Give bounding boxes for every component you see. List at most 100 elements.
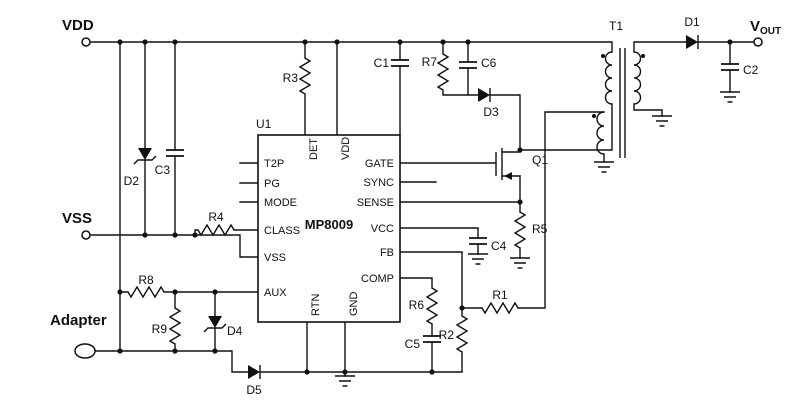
- terminal-vout: VOUT: [750, 18, 781, 47]
- aux-winding: [596, 111, 605, 155]
- diode-label: D3: [483, 105, 499, 119]
- pin-aux: AUX: [264, 287, 287, 299]
- secondary-winding: [633, 51, 642, 105]
- diode-d3: D3: [478, 88, 499, 119]
- pin-class: CLASS: [264, 225, 300, 237]
- resistor-label: R6: [409, 298, 425, 312]
- ic-u1: U1 MP8009 T2P PG MODE CLASS VSS AUX GATE…: [256, 117, 401, 323]
- resistor-label: R3: [283, 71, 299, 85]
- ic-part-number: MP8009: [305, 217, 353, 232]
- vdd-terminal-circle: [81, 37, 91, 47]
- resistor-label: R5: [532, 222, 548, 236]
- junction-dots: [117, 39, 733, 375]
- diode-triangle: [686, 35, 698, 49]
- capacitor-label: C4: [491, 239, 507, 253]
- resistor-symbol: [168, 307, 182, 345]
- diode-d4: D4: [203, 316, 243, 338]
- zener-triangle: [208, 316, 222, 328]
- capacitor-plates: [459, 61, 477, 69]
- resistor-symbol: [481, 301, 519, 315]
- resistor-r9: R9: [152, 307, 182, 345]
- diode-label: D4: [227, 324, 243, 338]
- capacitor-c1: C1: [374, 56, 409, 70]
- ground-under-gnd-pin: [335, 375, 355, 387]
- ground-under-c4: [468, 253, 488, 265]
- ground-symbols: [335, 91, 740, 387]
- zener-triangle: [138, 148, 152, 160]
- vout-label: VOUT: [750, 18, 781, 37]
- resistor-label: R9: [152, 322, 168, 336]
- resistor-label: R7: [422, 55, 438, 69]
- wire-primary-drain: [519, 103, 613, 151]
- capacitor-label: C5: [405, 337, 421, 351]
- ground-under-secondary: [652, 115, 672, 127]
- resistor-symbol: [513, 211, 527, 249]
- pin-gnd: GND: [348, 292, 360, 317]
- pin-sense: SENSE: [357, 197, 394, 209]
- pin-sync: SYNC: [363, 177, 394, 189]
- diode-d1: D1: [684, 15, 700, 49]
- capacitor-plates: [423, 335, 441, 343]
- wire-vcc-c4: [399, 227, 479, 255]
- vss-terminal-circle: [81, 230, 91, 240]
- diode-label: D2: [124, 174, 140, 188]
- resistor-symbol: [127, 285, 165, 299]
- ic-body: [257, 134, 401, 323]
- resistor-r6: R6: [409, 287, 439, 325]
- mosfet-label: Q1: [532, 153, 548, 167]
- core-lines: [619, 48, 626, 158]
- resistor-r8: R8: [127, 273, 165, 299]
- capacitor-c4: C4: [469, 237, 507, 253]
- vss-label: VSS: [62, 210, 92, 227]
- resistor-symbol: [197, 223, 235, 237]
- diode-triangle: [478, 88, 490, 102]
- pin-vdd: VDD: [340, 137, 352, 160]
- ground-under-c2: [720, 91, 740, 103]
- primary-phase-dot: [601, 54, 605, 58]
- pin-vcc: VCC: [371, 223, 394, 235]
- resistor-symbol: [455, 315, 469, 353]
- resistor-r5: R5: [513, 211, 548, 249]
- adapter-connector: [74, 343, 96, 359]
- diode-label: D5: [246, 383, 262, 397]
- resistor-r4: R4: [197, 210, 235, 237]
- resistor-label: R2: [439, 328, 455, 342]
- capacitor-plates: [469, 237, 487, 245]
- zener-bar: [203, 323, 227, 333]
- wire-sense-r5: [399, 175, 521, 259]
- wire-vdd-rail: [89, 41, 613, 352]
- capacitor-c6: C6: [459, 56, 497, 70]
- resistor-r7: R7: [422, 53, 450, 91]
- drain-lead: [501, 149, 521, 153]
- pin-fb: FB: [380, 247, 394, 259]
- transformer-label: T1: [609, 19, 623, 33]
- vdd-label: VDD: [62, 17, 94, 34]
- resistor-label: R1: [492, 288, 508, 302]
- capacitor-c5: C5: [405, 335, 441, 351]
- wire-aux-adapter: [95, 291, 259, 373]
- terminal-adapter: Adapter: [50, 312, 107, 359]
- vout-terminal-circle: [753, 37, 763, 47]
- pin-det: DET: [308, 138, 320, 160]
- terminal-vdd: VDD: [62, 17, 94, 47]
- capacitor-label: C6: [481, 56, 497, 70]
- zener-bar: [133, 155, 157, 165]
- secondary-phase-dot: [641, 54, 645, 58]
- capacitor-label: C1: [374, 56, 390, 70]
- resistor-symbol: [436, 53, 450, 91]
- resistor-label: R8: [138, 273, 154, 287]
- resistor-r3: R3: [283, 57, 312, 95]
- capacitor-plates: [721, 63, 739, 71]
- transformer-t1: T1: [592, 19, 645, 158]
- primary-winding: [604, 51, 613, 105]
- capacitor-plates: [391, 59, 409, 67]
- capacitor-label: C3: [155, 163, 171, 177]
- resistor-symbol: [298, 57, 312, 95]
- wires: [89, 41, 755, 377]
- pin-mode: MODE: [264, 197, 297, 209]
- resistor-label: R4: [208, 210, 224, 224]
- capacitor-c2: C2: [721, 63, 759, 77]
- wire-secondary-output: [633, 41, 755, 117]
